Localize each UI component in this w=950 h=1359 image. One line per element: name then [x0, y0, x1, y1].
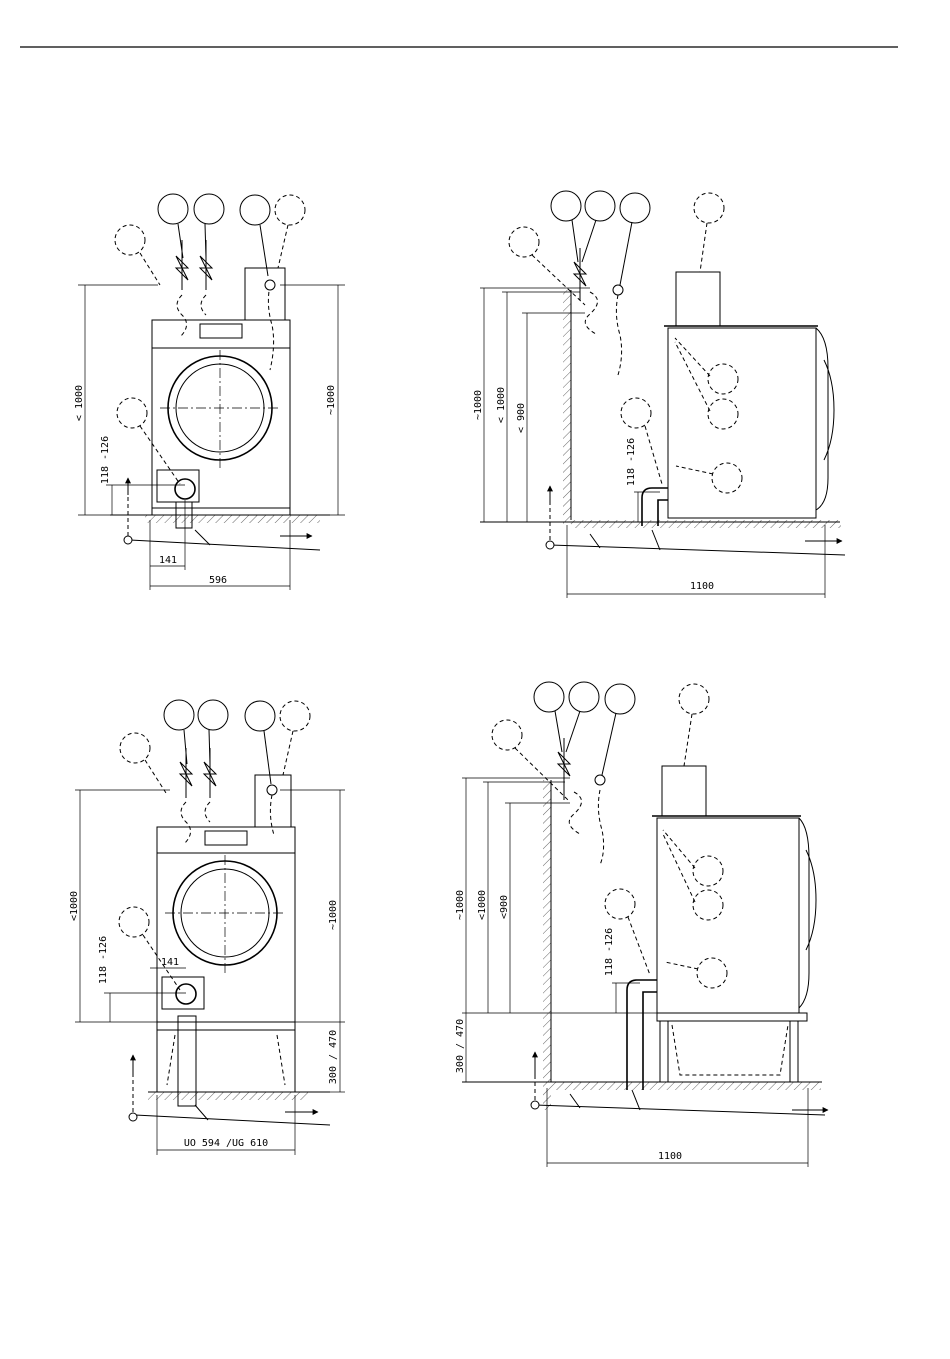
- side-top-dim-drain: 118 -126: [626, 438, 637, 486]
- front-view-top: < 1000 ~1000 118 -126 141 596: [74, 194, 345, 590]
- side-bottom-dim-depth: 1100: [658, 1151, 682, 1162]
- front-bottom-dim-height-left: <1000: [69, 891, 80, 921]
- front-top-dim-height-right: ~1000: [326, 385, 337, 415]
- side-top-dim-h2: < 1000: [496, 387, 507, 423]
- side-bottom-dim-drain: 118 -126: [604, 928, 615, 976]
- side-view-top: ~1000 < 1000 < 900 118 -126 1100: [473, 191, 845, 598]
- front-bottom-dim-pedestal: 300 / 470: [328, 1030, 339, 1084]
- front-bottom-dim-height-right: ~1000: [328, 900, 339, 930]
- side-bottom-dim-h3: <900: [499, 895, 510, 919]
- side-top-dim-h1: ~1000: [473, 390, 484, 420]
- side-top-dim-h3: < 900: [516, 403, 527, 433]
- front-bottom-dim-drain: 118 -126: [98, 936, 109, 984]
- front-view-bottom: <1000 ~1000 118 -126 141 300 / 470 UO 59…: [69, 700, 345, 1155]
- front-top-dim-height-left: < 1000: [74, 385, 85, 421]
- front-bottom-dim-width: UO 594 /UG 610: [184, 1138, 268, 1149]
- front-bottom-dim-offset: 141: [161, 957, 179, 968]
- side-bottom-dim-pedestal: 300 / 470: [455, 1019, 466, 1073]
- side-bottom-dim-h2: <1000: [477, 890, 488, 920]
- side-view-bottom: ~1000 <1000 <900 118 -126 300 / 470 1100: [455, 682, 828, 1167]
- front-top-dim-offset: 141: [159, 555, 177, 566]
- side-bottom-dim-h1: ~1000: [455, 890, 466, 920]
- front-top-dim-drain: 118 -126: [100, 436, 111, 484]
- side-top-dim-depth: 1100: [690, 581, 714, 592]
- front-top-dim-width: 596: [209, 575, 227, 586]
